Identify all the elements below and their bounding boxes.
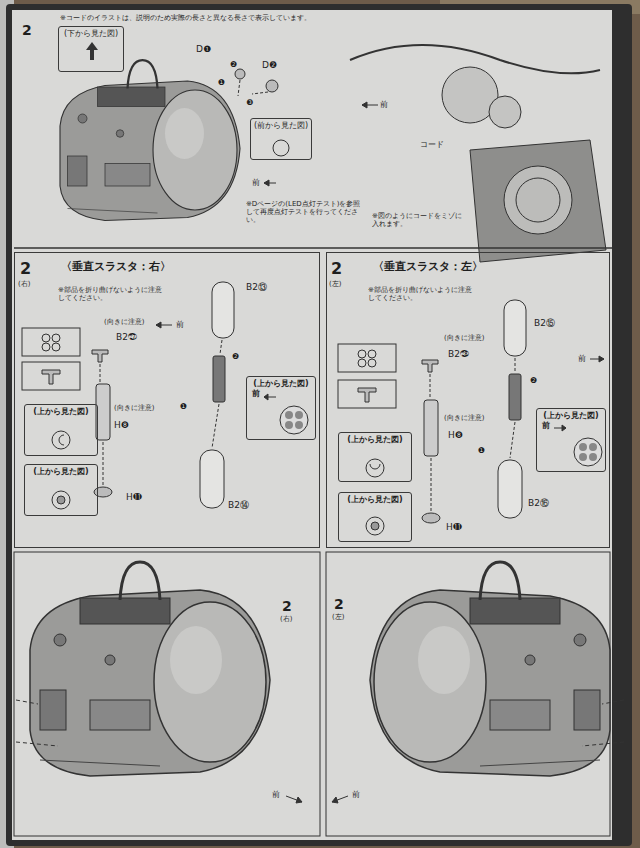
view-caption: (上から見た図) — [342, 495, 408, 505]
direction-label: 前 — [352, 790, 360, 799]
part-label: B2⑯ — [528, 498, 549, 508]
section-number: 2 — [331, 260, 342, 278]
direction-label: 前 — [250, 389, 312, 399]
callout-number: ❷ — [230, 60, 237, 69]
callout-number: ❶ — [218, 78, 225, 87]
panel-heading: 〈垂直スラスタ：右〉 — [61, 259, 313, 274]
orientation-note: (向きに注意) — [114, 404, 154, 412]
section-side: (右) — [18, 280, 30, 288]
note-text: ※部品を折り曲げないように注意してください。 — [368, 286, 478, 302]
direction-label: 前 — [272, 790, 280, 799]
part-label: D❷ — [262, 60, 277, 70]
callout-number: ❷ — [530, 376, 537, 385]
part-label: H❽ — [448, 430, 463, 440]
view-caption: (上から見た図) — [540, 411, 602, 421]
view-caption: (下から見た図) — [62, 29, 120, 39]
note-text: ※Dページの(LED点灯テスト)を参照して再度点灯テストを行ってください。 — [246, 200, 366, 224]
part-label: H⓫ — [126, 492, 142, 502]
part-label: D❶ — [196, 44, 211, 54]
part-label: B2⑮ — [534, 318, 555, 328]
callout-number: ❶ — [180, 402, 187, 411]
panel-heading: 〈垂直スラスタ：左〉 — [373, 259, 603, 274]
part-label: B2⑬ — [246, 282, 267, 292]
view-inset: (上から見た図)前 — [536, 408, 606, 472]
section-side: (左) — [329, 280, 341, 288]
view-inset: (上から見た図) — [338, 492, 412, 542]
direction-label: 前 — [176, 320, 184, 329]
part-label: B2㉘ — [448, 349, 469, 359]
view-caption: (上から見た図) — [250, 379, 312, 389]
note-text: ※コードのイラストは、説明のため実際の長さと異なる長さで表示しています。 — [60, 14, 311, 22]
callout-number: ❸ — [246, 98, 253, 107]
view-inset: (下から見た図) — [58, 26, 124, 72]
callout-number: ❶ — [478, 446, 485, 455]
direction-label: 前 — [380, 100, 388, 109]
view-inset: (前から見た図) — [250, 118, 312, 160]
section-number: 2 — [20, 260, 31, 278]
section-number: 2 — [334, 596, 344, 612]
note-text: ※部品を折り曲げないように注意してください。 — [58, 286, 168, 302]
part-label: B2㉗ — [116, 332, 137, 342]
direction-label: 前 — [540, 421, 602, 431]
part-label: H❽ — [114, 420, 129, 430]
view-inset: (上から見た図) — [24, 464, 98, 516]
part-label: B2⑭ — [228, 500, 249, 510]
orientation-note: (向きに注意) — [444, 334, 484, 342]
orientation-note: (向きに注意) — [444, 414, 484, 422]
direction-label: 前 — [252, 178, 260, 187]
section-number: 2 — [282, 598, 292, 614]
note-text: ※図のようにコードをミゾに入れます。 — [372, 212, 468, 228]
part-label: コード — [420, 140, 444, 149]
section-side: (右) — [280, 615, 292, 623]
view-caption: (前から見た図) — [254, 121, 308, 131]
view-caption: (上から見た図) — [28, 467, 94, 477]
orientation-note: (向きに注意) — [104, 318, 144, 326]
view-inset: (上から見た図) — [24, 404, 98, 456]
callout-number: ❷ — [232, 352, 239, 361]
view-inset: (上から見た図) — [338, 432, 412, 482]
direction-label: 前 — [578, 354, 586, 363]
view-caption: (上から見た図) — [342, 435, 408, 445]
view-caption: (上から見た図) — [28, 407, 94, 417]
view-inset: (上から見た図)前 — [246, 376, 316, 440]
section-side: (左) — [332, 613, 344, 621]
part-label: H⓫ — [446, 522, 462, 532]
section-number: 2 — [22, 22, 32, 38]
